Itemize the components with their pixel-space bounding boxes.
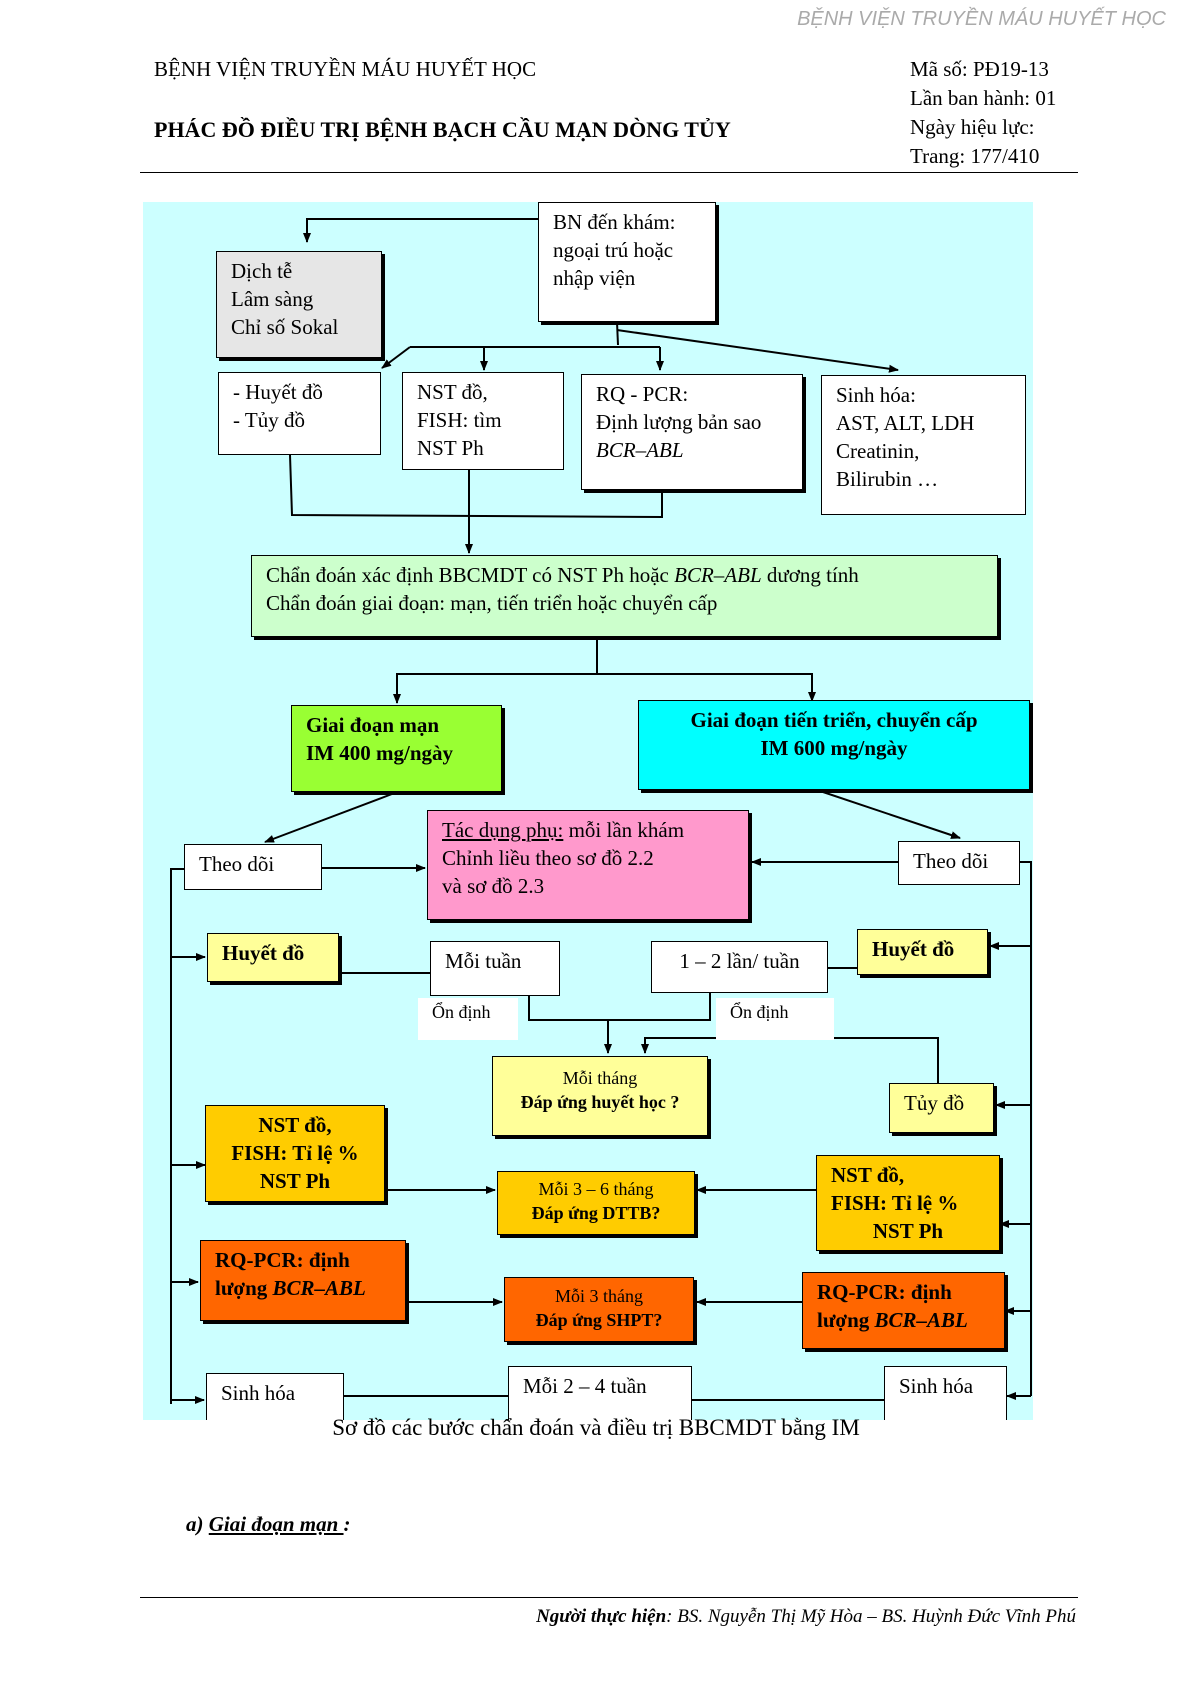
karyo-left-line-2: FISH: Tỉ lệ % — [231, 1140, 359, 1165]
karyo-right-line-3: NST Ph — [872, 1218, 944, 1243]
twice-weekly-box: 1 – 2 lần/ tuần — [651, 941, 828, 993]
figure-caption: Sơ đồ các bước chẩn đoán và điều trị BBC… — [332, 1415, 860, 1440]
diagnosis-box: Chẩn đoán xác định BBCMDT có NST Ph hoặc… — [251, 555, 998, 637]
chem-left-box: Sinh hóa — [206, 1373, 344, 1420]
pcr-right-box: RQ-PCR: định lượng BCR–ABL — [802, 1272, 1005, 1349]
monthly-line-2: Đáp ứng huyết học ? — [520, 1091, 680, 1112]
advanced-line-1: Giai đoạn tiến triển, chuyển cấp — [690, 708, 978, 732]
karyotype-line-3: NST Ph — [417, 435, 484, 460]
diagnosis-line-2: Chẩn đoán giai đoạn: mạn, tiến triển hoặ… — [266, 590, 718, 615]
rq-pcr-line-2: Định lượng bản sao — [596, 409, 762, 434]
pcr-right-line-1: RQ-PCR: định — [817, 1280, 952, 1304]
side-effects-line-2: Chỉnh liều theo sơ đồ 2.2 — [442, 845, 654, 870]
doc-code: Mã số: PĐ19-13 — [910, 57, 1049, 81]
chronic-line-1: Giai đoạn mạn — [306, 713, 440, 737]
hospital-name: BỆNH VIỆN TRUYỀN MÁU HUYẾT HỌC — [154, 57, 537, 81]
start-line-3: nhập viện — [553, 265, 636, 290]
section-heading: a) Giai đoạn mạn : — [186, 1512, 351, 1536]
karyotype-box: NST đồ, FISH: tìm NST Ph — [402, 372, 564, 470]
three-six-line-1: Mỗi 3 – 6 tháng — [538, 1179, 654, 1199]
doc-page: Trang: 177/410 — [910, 144, 1040, 168]
biochem-line-1: Sinh hóa: — [836, 383, 916, 407]
karyotype-line-2: FISH: tìm — [417, 407, 502, 432]
pcr-right-line-2: lượng BCR–ABL — [817, 1307, 968, 1332]
three-six-line-2: Đáp ứng DTTB? — [531, 1202, 661, 1223]
two-four-weeks-box: Mỗi 2 – 4 tuần — [508, 1366, 692, 1420]
rq-pcr-line-3: BCR–ABL — [596, 437, 684, 462]
follow-up-left: Theo dõi — [184, 844, 322, 890]
start-line-2: ngoại trú hoặc — [553, 237, 674, 262]
advanced-phase-box: Giai đoạn tiến triển, chuyển cấp IM 600 … — [638, 700, 1030, 790]
monthly-line-1: Mỗi tháng — [562, 1068, 638, 1088]
doc-edition: Lần ban hành: 01 — [910, 86, 1057, 110]
karyo-right-line-1: NST đồ, — [831, 1163, 905, 1187]
pcr-left-line-2: lượng BCR–ABL — [215, 1275, 366, 1300]
monthly-box: Mỗi tháng Đáp ứng huyết học ? — [492, 1056, 708, 1136]
blood-tests-line-2: - Tủy đồ — [233, 407, 305, 432]
pcr-left-box: RQ-PCR: định lượng BCR–ABL — [200, 1240, 406, 1321]
rq-pcr-box: RQ - PCR: Định lượng bản sao BCR–ABL — [581, 374, 803, 490]
watermark: BỆNH VIỆN TRUYỀN MÁU HUYẾT HỌC — [797, 8, 1166, 30]
three-months-box: Mỗi 3 tháng Đáp ứng SHPT? — [504, 1277, 694, 1342]
weekly-box: Mỗi tuần — [430, 941, 560, 996]
epidemiology-line-2: Lâm sàng — [231, 286, 314, 311]
three-six-months-box: Mỗi 3 – 6 tháng Đáp ứng DTTB? — [497, 1171, 695, 1235]
rq-pcr-line-1: RQ - PCR: — [596, 382, 689, 406]
footer-authors: Người thực hiện: BS. Nguyễn Thị Mỹ Hòa –… — [536, 1606, 1076, 1627]
biochem-box: Sinh hóa: AST, ALT, LDH Creatinin, Bilir… — [821, 375, 1026, 515]
blood-tests-line-1: - Huyết đồ — [233, 380, 323, 404]
biochem-line-3: Creatinin, — [836, 438, 920, 463]
epidemiology-line-1: Dịch tễ — [231, 259, 293, 283]
document-title: PHÁC ĐỒ ĐIỀU TRỊ BỆNH BẠCH CẦU MẠN DÒNG … — [154, 117, 731, 142]
start-box: BN đến khám: ngoại trú hoặc nhập viện — [538, 202, 716, 322]
diagnosis-line-1: Chẩn đoán xác định BBCMDT có NST Ph hoặc… — [266, 563, 859, 587]
side-effects-line-3: và sơ đồ 2.3 — [442, 873, 545, 898]
start-line-1: BN đến khám: — [553, 210, 676, 234]
blood-tests-box: - Huyết đồ - Tủy đồ — [218, 372, 381, 455]
cbc-left-box: Huyết đồ — [207, 933, 339, 982]
chronic-line-2: IM 400 mg/ngày — [306, 740, 453, 765]
karyo-left-line-3: NST Ph — [259, 1168, 331, 1193]
karyotype-line-1: NST đồ, — [417, 380, 488, 404]
biochem-line-4: Bilirubin … — [836, 466, 939, 491]
chronic-phase-box: Giai đoạn mạn IM 400 mg/ngày — [291, 705, 502, 792]
stable-right-label: Ổn định — [716, 998, 834, 1040]
stable-left-label: Ổn định — [418, 998, 518, 1040]
marrow-box: Tủy đồ — [889, 1083, 994, 1133]
biochem-line-2: AST, ALT, LDH — [836, 410, 975, 435]
epidemiology-box: Dịch tễ Lâm sàng Chỉ số Sokal — [216, 251, 382, 358]
header-divider — [140, 172, 1078, 173]
epidemiology-line-3: Chỉ số Sokal — [231, 314, 339, 339]
karyo-left-line-1: NST đồ, — [258, 1113, 332, 1137]
three-line-2: Đáp ứng SHPT? — [535, 1309, 663, 1330]
chem-right-box: Sinh hóa — [884, 1366, 1007, 1420]
karyo-right-box: NST đồ, FISH: Tỉ lệ % NST Ph — [816, 1155, 1000, 1251]
side-effects-box: Tác dụng phụ: mỗi lần khám Chỉnh liều th… — [427, 810, 749, 920]
doc-effective-date: Ngày hiệu lực: — [910, 115, 1035, 139]
advanced-line-2: IM 600 mg/ngày — [760, 735, 908, 760]
footer-divider — [140, 1597, 1078, 1598]
cbc-right-box: Huyết đồ — [857, 929, 988, 975]
side-effects-line-1: Tác dụng phụ: mỗi lần khám — [442, 818, 685, 842]
three-line-1: Mỗi 3 tháng — [555, 1286, 643, 1306]
karyo-left-box: NST đồ, FISH: Tỉ lệ % NST Ph — [205, 1105, 385, 1202]
follow-up-right: Theo dõi — [898, 841, 1020, 885]
karyo-right-line-2: FISH: Tỉ lệ % — [831, 1190, 959, 1215]
pcr-left-line-1: RQ-PCR: định — [215, 1248, 350, 1272]
